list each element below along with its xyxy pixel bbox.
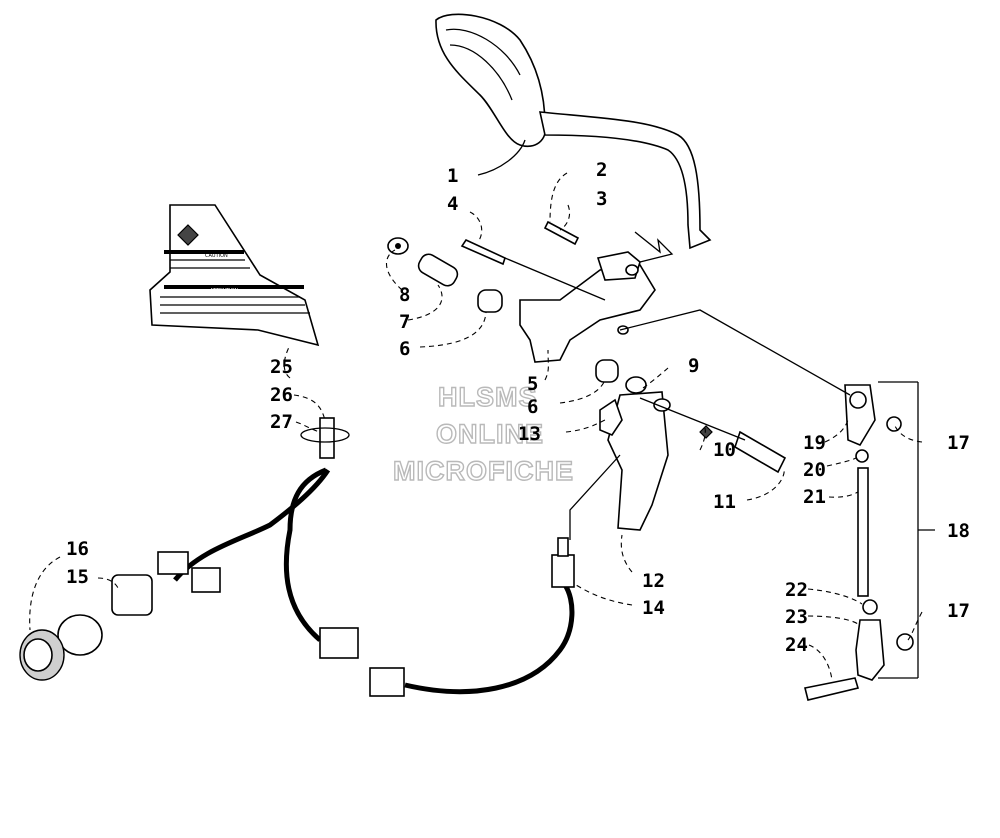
callout-17-second: 17 (947, 600, 970, 622)
watermark: HLSMS ONLINE MICROFICHE (392, 381, 574, 486)
callout-13: 13 (518, 423, 541, 445)
callout-1: 1 (447, 165, 458, 187)
callout-22: 22 (785, 579, 808, 601)
callout-4: 4 (447, 193, 458, 215)
mounting-bracket (519, 251, 656, 363)
watermark-line-3: MICROFICHE (393, 456, 574, 486)
callout-21: 21 (803, 486, 826, 508)
callout-6-second: 6 (527, 396, 538, 418)
callout-9: 9 (688, 355, 699, 377)
callout-27: 27 (270, 411, 293, 433)
callout-10: 10 (713, 439, 736, 461)
callout-24: 24 (785, 634, 808, 656)
callout-5: 5 (527, 373, 538, 395)
callout-18: 18 (947, 520, 970, 542)
callout-14: 14 (642, 597, 665, 619)
tie-rod-assembly (804, 384, 914, 701)
callout-12: 12 (642, 570, 665, 592)
callout-26: 26 (270, 384, 293, 406)
callout-3: 3 (596, 188, 607, 210)
callout-2: 2 (596, 159, 607, 181)
decal-caution: CAUTION (205, 253, 228, 259)
handle-lever (435, 13, 712, 250)
decal-attention: ATTENTION (210, 288, 238, 294)
callout-23: 23 (785, 606, 808, 628)
warning-decal (149, 204, 320, 347)
switch-lever-arm (599, 391, 671, 531)
callout-15: 15 (66, 566, 89, 588)
leader-lines (29, 139, 935, 681)
watermark-line-1: HLSMS (438, 382, 538, 412)
callout-6: 6 (399, 338, 410, 360)
callout-7: 7 (399, 311, 410, 333)
decal-text: CAUTION ATTENTION (205, 253, 238, 294)
watermark-line-2: ONLINE (436, 419, 544, 449)
wiring-harness (19, 417, 575, 697)
callout-16: 16 (66, 538, 89, 560)
callout-17: 17 (947, 432, 970, 454)
callout-8: 8 (399, 284, 410, 306)
fasteners (387, 220, 787, 474)
callout-19: 19 (803, 432, 826, 454)
callout-20: 20 (803, 459, 826, 481)
callout-25: 25 (270, 356, 293, 378)
callout-11: 11 (713, 491, 736, 513)
callout-labels: 1 2 3 4 5 6 6 7 8 9 10 11 12 13 14 15 16… (66, 159, 970, 656)
